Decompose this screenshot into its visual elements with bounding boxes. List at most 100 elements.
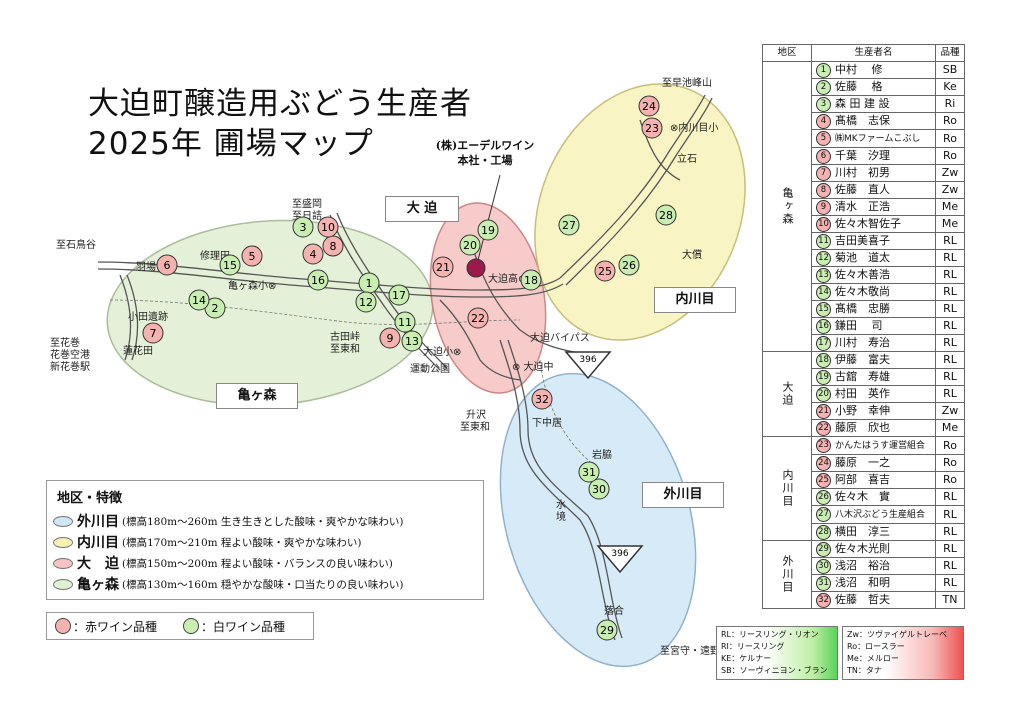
vineyard-marker-number: 19 [481,224,495,237]
variety-cell: TN [935,591,965,609]
white-marker-swatch [183,618,200,634]
variety-legend-item: KE：ケルナー [721,654,772,663]
label-hanamaki-2: 花巻空港 [50,348,90,361]
label-iwawaki: 岩脇 [592,448,612,461]
vineyard-marker-number: 31 [582,466,596,479]
label-mizuzakai-2: 境 [556,510,566,523]
vineyard-marker-number: 24 [642,100,656,113]
variety-cell: RL [935,266,965,284]
grower-name: 佐藤 格 [835,80,883,93]
grower-cell: 5㈱MKファームこぶし [811,129,936,148]
vineyard-marker-circle [655,204,677,226]
vineyard-marker-circle [156,254,178,276]
vineyard-marker-number: 11 [398,316,412,329]
variety-cell: SB [935,61,965,79]
label-hanamaki-1: 至花巻 [50,336,80,349]
vineyard-marker-circle [219,254,241,276]
vineyard-marker-circle [432,256,454,278]
variety-legend-item: Ro：ロースラー [847,642,905,651]
legend-desc: (標高130m～160m 穏やかな酸味・口当たりの良い味わい) [122,578,404,591]
grower-number-badge: 27 [816,506,831,522]
vineyard-marker-number: 7 [150,327,157,340]
legend-title: 地区・特徴 [57,491,123,506]
vineyard-marker-6: 6 [156,254,178,276]
vineyard-marker-circle [520,269,542,291]
vineyard-marker-number: 12 [359,296,373,309]
variety-cell: RL [935,351,965,369]
variety-cell: Me [935,419,965,437]
variety-legend-item: TN：タナ [847,666,882,675]
grower-number-badge: 3 [816,96,831,112]
table-header-row: 地区 生産者名 品種 [762,44,965,62]
grower-name: 藤原 一之 [835,456,890,469]
grower-number-badge: 29 [816,541,831,557]
grower-name: 川村 初男 [835,166,890,179]
variety-cell: Ke [935,78,965,96]
rivers [109,299,601,471]
grower-number-badge: 31 [816,575,831,591]
grower-number-badge: 17 [816,335,831,351]
map-subtitle: 2025年 圃場マップ [88,126,374,162]
variety-legend-item: RL：リースリング・リオン [721,630,819,639]
area-label-uchikawame: 内川目 [654,287,736,313]
label-shimonakai: 下中居 [532,416,562,429]
vineyard-marker-24: 24 [638,95,660,117]
vineyard-marker-20: 20 [459,234,481,256]
label-tateishi: 立石 [677,152,697,165]
vineyard-marker-number: 3 [300,221,307,234]
map-title: 大迫町醸造用ぶどう生産者 [88,86,472,122]
vineyard-marker-circle [302,243,324,265]
vineyard-marker-number: 4 [310,248,317,261]
vineyard-marker-14: 14 [188,289,210,311]
route-396-sign [564,351,612,380]
grower-number-badge: 15 [816,301,831,317]
vineyard-marker-number: 2 [212,302,219,315]
vineyard-marker-number: 17 [392,289,406,302]
omagari-region [429,202,547,394]
grower-number-badge: 30 [816,558,831,574]
vineyard-marker-number: 23 [645,122,659,135]
variety-legend: RL：リースリング・リオン RI：リースリング KE：ケルナー SB：ソーヴィニ… [716,626,966,682]
legend-row-uchikawame: 内川目 (標高170m～210m 程よい酸味・爽やかな味わい) [53,532,362,552]
vineyard-marker-16: 16 [307,269,329,291]
label-undo-koen: 運動公園 [410,362,450,375]
winery-desc: 本社・工場 [457,154,513,167]
variety-cell: RL [935,334,965,352]
grower-name: 浅沼 裕治 [835,559,890,572]
variety-cell: Me [935,198,965,216]
red-marker-label: ：赤ワイン品種 [73,619,158,634]
grower-name: 髙橋 忠勝 [835,302,890,315]
grower-number-badge: 12 [816,250,831,266]
winery-label: (株)エーデルワイン 本社・工場 [430,138,540,168]
grower-name: 鎌田 司 [835,319,883,332]
winery-icon [466,258,486,278]
vineyard-marker-15: 15 [219,254,241,276]
vineyard-marker-number: 30 [592,483,606,496]
vineyard-marker-17: 17 [388,284,410,306]
label-masuzawa-1: 升沢 [466,408,486,421]
variety-cell: RL [935,385,965,403]
grower-number-badge: 4 [816,113,831,129]
grower-number-badge: 32 [816,592,831,608]
legend-desc: (標高170m～210m 程よい酸味・爽やかな味わい) [122,536,362,549]
vineyard-marker-19: 19 [477,219,499,241]
variety-cell: Ro [935,129,965,148]
grower-name: 佐々木智佐子 [835,217,901,230]
variety-legend-item: Zw：ツヴァイゲルトレーベ [847,630,948,639]
vineyard-marker-3: 3 [292,216,314,238]
vineyard-marker-25: 25 [594,260,616,282]
legend-swatch [53,515,73,527]
